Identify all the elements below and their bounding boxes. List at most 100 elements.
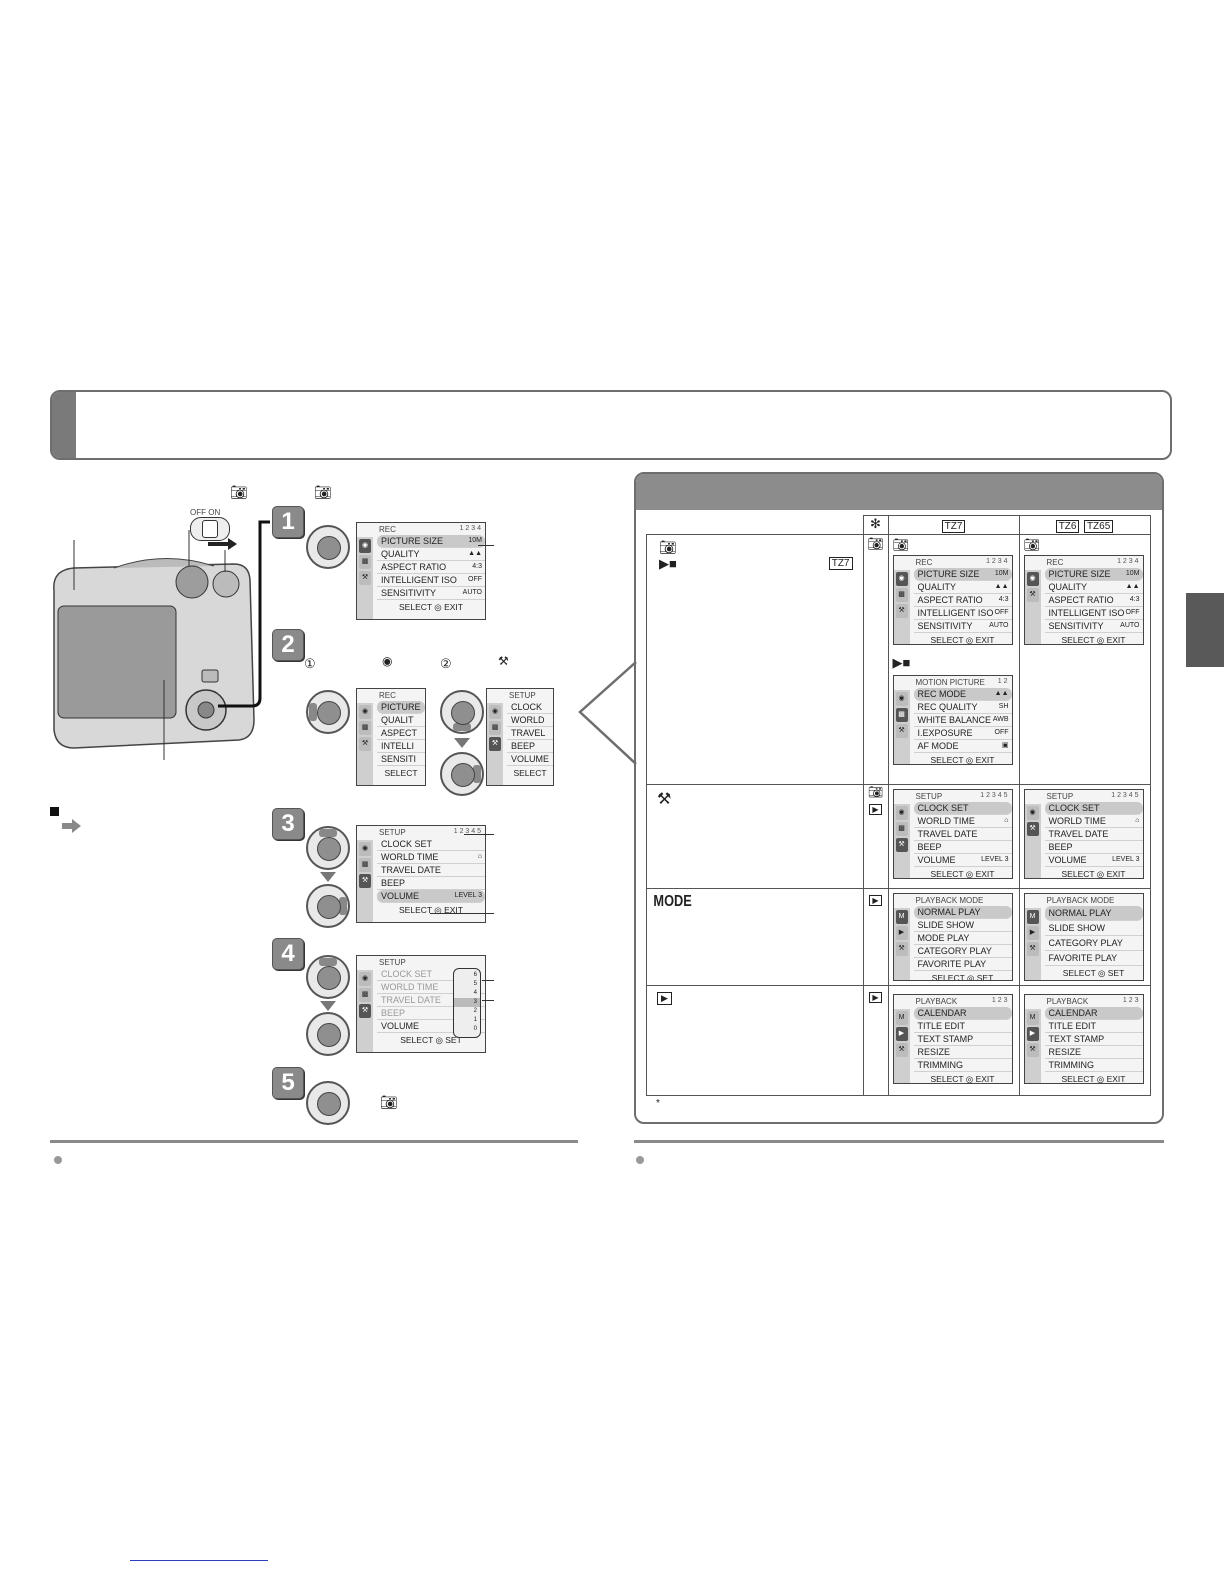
wrench-icon: ⚒ (657, 791, 672, 808)
camera-icon: 📷︎ (380, 1094, 398, 1110)
volume-level: 5 (473, 981, 477, 987)
menu-row: BEEP (507, 740, 553, 753)
play-icon: ▶ (869, 992, 882, 1003)
step-badge: 5 (272, 1067, 304, 1099)
mode-label: MODE (653, 893, 692, 910)
menu-row: TRAVEL DATE (377, 864, 485, 877)
switch-off-label: OFF (190, 508, 206, 517)
menu-row: TRAVEL DATE (377, 994, 485, 1007)
play-icon: ▶ (869, 804, 882, 815)
control-dial-right (440, 752, 484, 796)
screen-footer: SELECT ◎ EXIT (399, 602, 463, 612)
play-icon: ▶ (657, 992, 672, 1005)
volume-level: 1 (473, 1017, 477, 1023)
camera-icon: 📷︎ (867, 785, 884, 799)
menu-row: INTELLI (377, 740, 425, 753)
header-banner (50, 390, 1172, 460)
connector-line (218, 520, 270, 708)
tz6-playback-mode-cell: PLAYBACK MODE M▶⚒ NORMAL PLAY SLIDE SHOW… (1018, 888, 1151, 986)
col-tz6-tz65: TZ6 TZ65 (1018, 515, 1151, 535)
tz7-label: TZ7 (828, 557, 853, 570)
volume-level-list: 6 5 4 3 2 1 0 (453, 968, 481, 1038)
substep-number: ① (304, 656, 316, 671)
callout-line (464, 834, 494, 835)
control-dial-updown (306, 826, 350, 870)
camera-icon: 📷︎ (314, 484, 332, 500)
control-dial (306, 525, 350, 569)
control-dial-right (306, 884, 350, 928)
setup-menu-cell: ⚒ (646, 784, 864, 889)
screen-footer: SELECT ◎ EXIT (399, 905, 463, 915)
mode-icon-cell: ▶ (862, 888, 889, 986)
menu-row: QUALIT (377, 714, 425, 727)
volume-level: 4 (473, 990, 477, 996)
tz7-playback-mode-screen: PLAYBACK MODE M▶⚒ NORMAL PLAY SLIDE SHOW… (892, 893, 1013, 981)
menu-row: BEEP (377, 877, 485, 890)
setup-menu-cut-screen: SETUP ◉▩⚒ CLOCK WORLD TRAVEL BEEP VOLUME… (486, 688, 554, 786)
menu-row: WORLD (507, 714, 553, 727)
control-dial-updown (306, 955, 350, 999)
menu-row: VOLUME (377, 1020, 485, 1033)
screen-title: REC (379, 525, 396, 534)
step-badge: 3 (272, 808, 304, 840)
switch-on-label: ON (208, 508, 221, 517)
menu-row: PICTURE (377, 701, 425, 714)
mode-icon-cell: ▶ (862, 985, 889, 1096)
section-bullet (50, 807, 59, 816)
page-indicator: 1 2 3 4 (459, 525, 481, 532)
tz6-playback-mode-screen: PLAYBACK MODE M▶⚒ NORMAL PLAY SLIDE SHOW… (1023, 893, 1144, 981)
menu-overview-panel (634, 472, 1164, 1124)
footnote-marker: * (656, 1098, 660, 1109)
camera-icon: 📷︎ (867, 536, 884, 551)
rec-menu-cut-screen: REC ◉▩⚒ PICTURE QUALIT ASPECT INTELLI SE… (356, 688, 426, 786)
arrow-down-icon (454, 738, 470, 748)
tz7-playback-mode-cell: PLAYBACK MODE M▶⚒ NORMAL PLAY SLIDE SHOW… (887, 888, 1020, 986)
menu-row: WORLD TIME⌂ (377, 851, 485, 864)
mode-icon-cell: 📷︎ ▶ (862, 784, 889, 889)
step-badge: 2 (272, 629, 304, 661)
panel-header (636, 474, 1162, 510)
arrow-ref-icon (62, 823, 72, 829)
callout-line (482, 980, 494, 981)
rec-menu-cell: 📷︎ ▶■ TZ7 (646, 534, 864, 785)
page-indicator: 1 2 3 4 5 (453, 828, 481, 835)
playback-menu-cell: ▶ (646, 985, 864, 1096)
step-badge: 1 (272, 506, 304, 538)
banner-tab (52, 392, 76, 458)
screen-footer: SELECT (384, 768, 418, 778)
callout-line (482, 1000, 494, 1001)
volume-level: 2 (473, 1008, 477, 1014)
volume-setting-screen: SETUP ◉▩⚒ CLOCK SET WORLD TIME TRAVEL DA… (356, 955, 486, 1053)
menu-row: SENSITI (377, 753, 425, 766)
volume-level: 3 (454, 998, 480, 1007)
playback-mode-cell: MODE (646, 888, 864, 986)
power-switch: OFF ON (190, 508, 237, 550)
callout-line (430, 913, 494, 914)
menu-row: CLOCK SET (377, 838, 485, 851)
menu-row: BEEP (377, 1007, 485, 1020)
callout-pointer (578, 661, 637, 765)
control-dial-left (306, 690, 350, 734)
step-badge: 4 (272, 938, 304, 970)
bottom-rule-right (634, 1140, 1164, 1143)
camera-icon: 📷︎ (1023, 537, 1041, 552)
menu-row: WORLD TIME (377, 981, 485, 994)
hyperlink-underline[interactable] (130, 1560, 268, 1561)
screen-footer: SELECT (513, 768, 547, 778)
wrench-tab-icon: ⚒ (498, 654, 509, 668)
arrow-down-icon (320, 872, 336, 882)
volume-level: 0 (473, 1026, 477, 1032)
col-tz7: TZ7 (887, 515, 1020, 535)
